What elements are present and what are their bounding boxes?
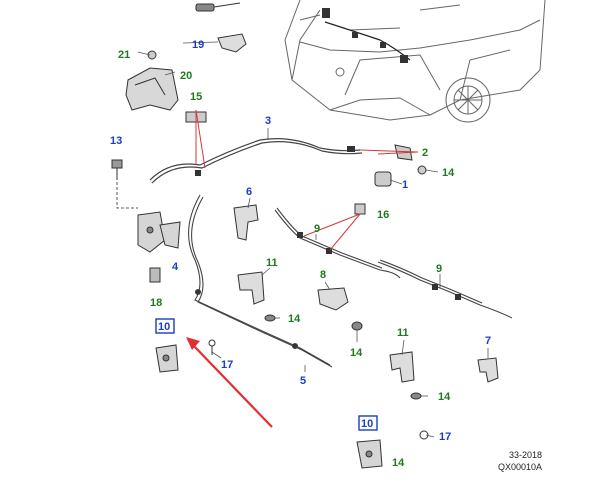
- clip-16: [354, 203, 366, 215]
- highlight-arrow: [186, 337, 273, 428]
- callout-9-a: 9: [314, 223, 320, 235]
- callout-11-b: 11: [397, 327, 409, 339]
- callout-20: 20: [180, 70, 192, 82]
- callout-7-a: 7: [485, 335, 491, 347]
- shield-20: [125, 67, 179, 111]
- gas-strut: [195, 2, 241, 12]
- callout-14-e: 14: [392, 457, 405, 469]
- callout-2: 2: [422, 147, 428, 159]
- callout-15: 15: [190, 91, 202, 103]
- callout-17-a: 17: [221, 359, 233, 371]
- cable-9-upper: [274, 207, 401, 279]
- hinge-10-right: [356, 430, 429, 469]
- callout-18: 18: [150, 297, 162, 309]
- callout-14-b: 14: [288, 313, 301, 325]
- callout-14-c: 14: [350, 347, 363, 359]
- cable-9-lower: [377, 259, 513, 319]
- reference-year: 33-2018: [508, 450, 542, 460]
- bracket-11-left: [237, 271, 276, 322]
- callout-19: 19: [192, 39, 204, 51]
- cable-3: [149, 138, 363, 184]
- bracket-11-right: [389, 351, 422, 400]
- callout-21: 21: [118, 49, 130, 61]
- callout-17-b: 17: [439, 431, 451, 443]
- hinge-10-left: [155, 339, 216, 373]
- fastener-13: [111, 159, 123, 180]
- latch-4: [137, 211, 181, 253]
- box-10-left: [155, 318, 175, 334]
- callout-3: 3: [265, 115, 271, 127]
- callout-11-a: 11: [266, 257, 278, 269]
- clip-21: [147, 50, 157, 60]
- callout-16: 16: [377, 209, 389, 221]
- cable-5: [188, 194, 333, 368]
- callout-8: 8: [320, 269, 326, 281]
- callout-14-d: 14: [438, 391, 451, 403]
- bracket-19: [217, 33, 247, 53]
- bracket-6: [233, 204, 259, 241]
- callout-1: 1: [402, 179, 408, 191]
- bracket-8: [317, 287, 363, 331]
- box-10-right: [358, 415, 378, 431]
- callout-6: 6: [246, 186, 252, 198]
- callout-10-a: 10: [158, 321, 170, 333]
- reference-code: QX00010A: [497, 462, 542, 472]
- bump-stop-18: [149, 267, 161, 283]
- callout-5: 5: [300, 375, 306, 387]
- callout-13: 13: [110, 135, 122, 147]
- leaders: [137, 41, 489, 438]
- callout-14-a: 14: [442, 167, 455, 179]
- callout-10-b: 10: [361, 418, 373, 430]
- red-leaders: [195, 109, 419, 251]
- callout-4: 4: [172, 261, 179, 273]
- callout-9-b: 9: [436, 263, 442, 275]
- leader-13: [116, 182, 138, 209]
- vehicle-illustration: [284, 0, 546, 123]
- bracket-7: [477, 357, 499, 383]
